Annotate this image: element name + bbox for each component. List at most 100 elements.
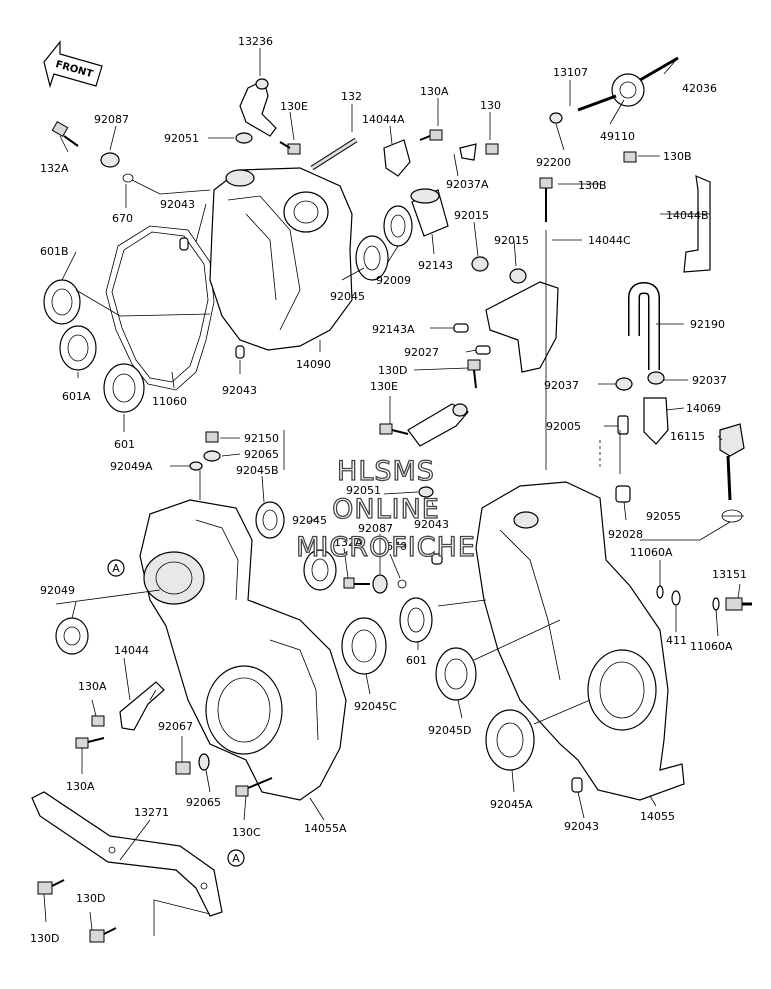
- oring-670-upper: [122, 173, 134, 183]
- label-16115: 16115: [670, 430, 705, 443]
- bolt-130a-lower-a: [91, 715, 105, 727]
- collar-92015-b: [509, 268, 527, 284]
- label-92043-top: 92043: [160, 198, 195, 211]
- label-92055: 92055: [646, 510, 681, 523]
- label-92065-low: 92065: [186, 796, 221, 809]
- washer-11060a-a: [656, 585, 664, 599]
- label-92045c: 92045C: [354, 700, 397, 713]
- bearing-601-lower: [399, 597, 433, 643]
- label-92150: 92150: [244, 432, 279, 445]
- washer-92087-upper: [100, 152, 120, 168]
- label-92028: 92028: [608, 528, 643, 541]
- label-14044b: 14044B: [666, 209, 709, 222]
- washer-92049a: [189, 461, 203, 471]
- label-130a-mid: 130A: [78, 680, 107, 693]
- label-92043-mid2: 92043: [414, 518, 449, 531]
- label-92049a: 92049A: [110, 460, 153, 473]
- washer-92065-upper: [203, 450, 221, 462]
- crankcase-gasket-11060: [105, 225, 215, 391]
- label-130: 130: [480, 99, 501, 112]
- label-92143a: 92143A: [372, 323, 415, 336]
- label-92051-mid: 92051: [346, 484, 381, 497]
- bolt-130b-b: [539, 177, 553, 222]
- label-130d-a: 130D: [76, 892, 105, 905]
- label-92015-a: 92015: [454, 209, 489, 222]
- label-14055: 14055: [640, 810, 675, 823]
- bolt-130a-lower-b: [75, 737, 105, 749]
- bearing-92045-lower: [303, 549, 337, 591]
- label-130d-b: 130D: [30, 932, 59, 945]
- label-601-top: 601: [114, 438, 135, 451]
- bolt-130e-mid: [379, 423, 409, 435]
- shaft-132: [310, 137, 358, 171]
- label-14069: 14069: [686, 402, 721, 415]
- label-92009: 92009: [376, 274, 411, 287]
- label-13236: 13236: [238, 35, 273, 48]
- callout-labels: 13236 132 130A 130 13107 42036 92087 920…: [30, 35, 747, 945]
- bolt-130d-mid: [467, 359, 481, 389]
- watermark-line-2: ONLINE: [332, 494, 440, 525]
- label-92045-top: 92045: [330, 290, 365, 303]
- lever-13236-mid: [407, 403, 469, 447]
- bearing-601-upper: [103, 363, 145, 413]
- hose-92190: [628, 281, 660, 370]
- fitting-92005: [617, 415, 629, 435]
- label-601a: 601A: [62, 390, 91, 403]
- watermark: HLSMS ONLINE MICROFICHE: [295, 455, 475, 563]
- bolt-92067: [175, 761, 191, 775]
- label-92065-top: 92065: [244, 448, 279, 461]
- seal-92049: [55, 617, 89, 655]
- label-92087: 92087: [94, 113, 129, 126]
- bolt-130e-upper: [279, 141, 301, 155]
- label-130b-a: 130B: [663, 150, 692, 163]
- label-670-mid: 670: [386, 540, 407, 553]
- bearing-92045a: [485, 709, 535, 771]
- bolt-130a-upper: [419, 129, 443, 141]
- bolt-132a-lower: [343, 577, 370, 589]
- washer-411: [671, 590, 681, 606]
- label-92037-b: 92037: [692, 374, 727, 387]
- ref-marker-a-bottom: A: [227, 849, 245, 867]
- label-130a-low: 130A: [66, 780, 95, 793]
- label-13107: 13107: [553, 66, 588, 79]
- label-601-mid: 601: [406, 654, 427, 667]
- pin-92043-lower: [431, 553, 443, 565]
- label-92049: 92049: [40, 584, 75, 597]
- bolt-132a-upper: [51, 120, 79, 147]
- crankcase-14055: [475, 481, 685, 801]
- label-14055a: 14055A: [304, 822, 347, 835]
- bearing-601a: [59, 325, 97, 371]
- label-14044a: 14044A: [362, 113, 405, 126]
- pin-92143a: [453, 323, 469, 333]
- label-130a: 130A: [420, 85, 449, 98]
- bolt-92150: [205, 431, 219, 443]
- ref-marker-text: A: [232, 852, 240, 865]
- cover-13271: [31, 791, 223, 917]
- label-14044c: 14044C: [588, 234, 631, 247]
- washer-92051-upper: [235, 132, 253, 144]
- label-92051: 92051: [164, 132, 199, 145]
- washer-92065-lower: [198, 753, 210, 771]
- pin-92043-mid: [235, 345, 245, 359]
- label-130e-mid: 130E: [370, 380, 398, 393]
- label-670: 670: [112, 212, 133, 225]
- dipstick-16115: [719, 423, 745, 501]
- bearing-92045c: [341, 617, 387, 675]
- label-132a: 132A: [40, 162, 69, 175]
- label-601b: 601B: [40, 245, 69, 258]
- bracket-14044: [119, 681, 165, 731]
- label-130d-mid: 130D: [378, 364, 407, 377]
- bolt-130c: [235, 777, 273, 797]
- label-92005: 92005: [546, 420, 581, 433]
- label-132a-mid: 132A: [334, 536, 363, 549]
- label-49110: 49110: [600, 130, 635, 143]
- crankcase-14055a: [139, 499, 347, 801]
- bracket-14044a: [383, 139, 411, 177]
- label-42036: 42036: [682, 82, 717, 95]
- label-11060a-b: 11060A: [690, 640, 733, 653]
- seal-92009: [383, 205, 413, 247]
- pin-92043-upper: [179, 237, 189, 251]
- bolt-130d-lower-b: [89, 927, 117, 943]
- bearing-92045b: [255, 501, 285, 539]
